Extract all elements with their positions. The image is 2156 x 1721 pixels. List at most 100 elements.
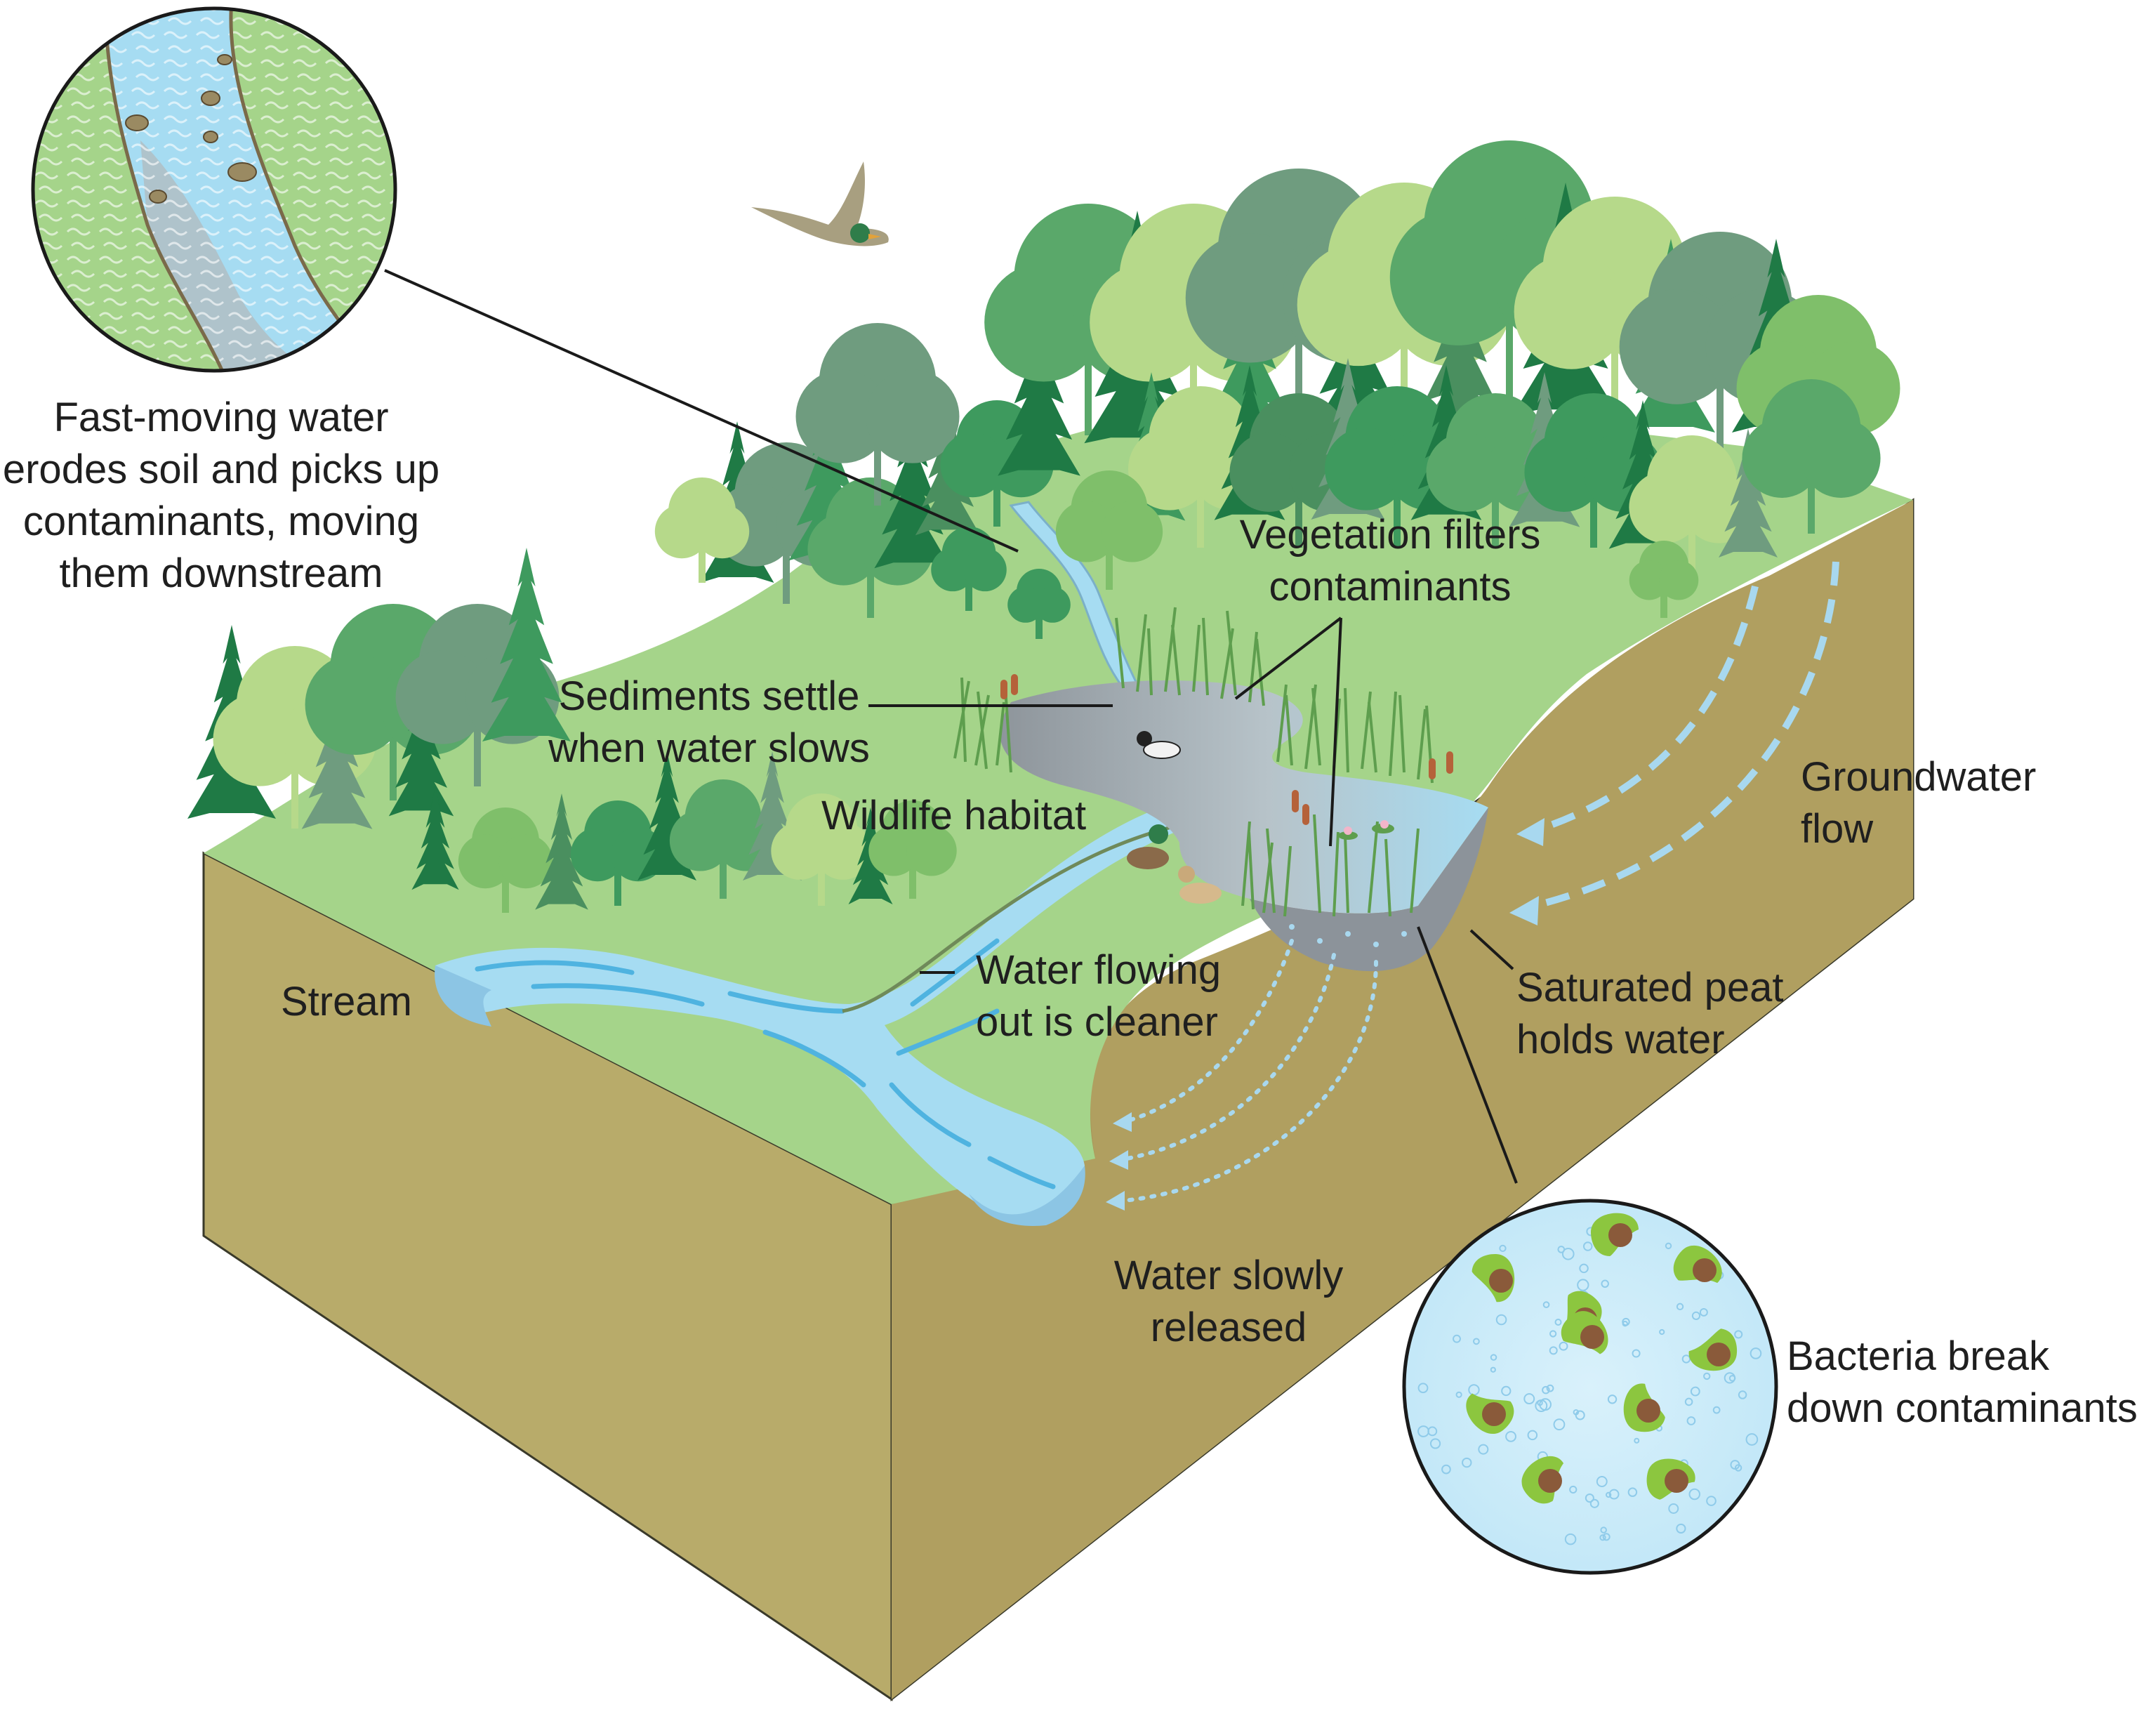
tree-trunk: [1611, 343, 1618, 421]
magnifier-ring: [1402, 1199, 1778, 1575]
conifer-tree: [1719, 428, 1778, 558]
contaminant-particle: [1482, 1402, 1506, 1426]
cattails: [1000, 674, 1453, 825]
label-line: holds water: [1516, 1017, 1725, 1062]
deciduous-tree-crown: [807, 513, 880, 586]
deciduous-tree-crown: [213, 692, 307, 786]
tree-trunk: [1197, 491, 1204, 548]
pond: [1000, 680, 1488, 972]
label-line: Saturated peat: [1516, 965, 1784, 1010]
water-bubble: [1738, 1390, 1747, 1399]
tree-trunk: [1394, 491, 1401, 548]
water-bubble: [1627, 1487, 1638, 1497]
deciduous-tree-crown: [654, 504, 709, 559]
water-bubble: [1699, 1307, 1708, 1317]
deciduous-tree-crown: [1514, 253, 1629, 369]
deciduous-tree-crown: [1055, 501, 1117, 562]
water-bubble: [1745, 1433, 1759, 1446]
water-bubble: [1688, 1488, 1700, 1501]
label-line: Vegetation filters: [1239, 512, 1541, 558]
tree-trunk: [965, 581, 972, 611]
label-line: out is cleaner: [976, 999, 1218, 1045]
water-bubble: [1734, 1330, 1743, 1339]
water-bubble: [1632, 1349, 1641, 1358]
water-bubble: [1665, 1242, 1672, 1250]
label-sediments-settle: Sediments settle when water slows: [534, 671, 885, 774]
water-bubble: [1676, 1303, 1684, 1311]
lily-pads: [1338, 820, 1394, 840]
deciduous-tree-crown: [1426, 433, 1506, 512]
label-stream: Stream: [281, 976, 412, 1028]
contaminant-particle: [1665, 1469, 1688, 1493]
tree-trunk: [1036, 614, 1043, 639]
deciduous-tree-crown: [1034, 586, 1071, 623]
label-line: contaminants: [1269, 564, 1512, 609]
water-bubble: [1499, 1244, 1507, 1253]
tree-trunk: [1688, 527, 1695, 576]
label-line: Water flowing: [976, 947, 1222, 993]
deciduous-tree-crown: [931, 548, 974, 592]
label-line: Water slowly: [1113, 1253, 1344, 1298]
tree-trunk: [614, 869, 621, 906]
label-line: when water slows: [548, 725, 870, 771]
water-bubble: [1478, 1444, 1489, 1455]
water-bubble: [1490, 1354, 1497, 1361]
conifer-tree: [301, 674, 373, 829]
label-line: Fast-moving water: [53, 395, 389, 440]
deciduous-tree-crown: [1324, 427, 1408, 510]
water-bubble: [1542, 1301, 1550, 1309]
water-bubble: [1684, 1397, 1693, 1406]
deciduous-tree-crown: [395, 650, 489, 744]
tree-trunk: [474, 723, 481, 786]
label-fast-moving-water: Fast-moving water erodes soil and picks …: [0, 392, 442, 600]
water-bubble: [1690, 1386, 1700, 1397]
deciduous-tree-crown: [1629, 560, 1669, 600]
stream-outlet-face: [969, 1166, 1085, 1226]
label-water-flowing-out: Water flowing out is cleaner: [976, 944, 1221, 1048]
tree-trunk: [1085, 354, 1092, 435]
deciduous-tree-crown: [1658, 560, 1699, 600]
deciduous-tree-crown: [1742, 418, 1822, 498]
water-bubble: [1505, 1430, 1516, 1442]
deciduous-tree-crown: [1297, 244, 1420, 367]
water-bubble: [1473, 1338, 1480, 1345]
deciduous-tree-crown: [771, 822, 829, 880]
tree-trunk: [993, 482, 1000, 527]
tree-trunk: [1401, 338, 1408, 421]
tree-trunk: [502, 876, 509, 913]
deciduous-tree-crown: [1090, 263, 1209, 382]
tree-trunk: [1492, 494, 1499, 548]
water-bubble: [1554, 1318, 1562, 1326]
release-arrows: [1121, 939, 1378, 1203]
deciduous-tree-crown: [1102, 501, 1163, 562]
water-bubble: [1668, 1503, 1679, 1514]
water-bubble: [1582, 1241, 1593, 1251]
tree-trunk: [1506, 314, 1513, 407]
deciduous-tree-crown: [1524, 433, 1604, 512]
erosion-magnifier: [31, 6, 397, 373]
water-bubble: [1691, 1311, 1701, 1320]
water-bubble: [1728, 1375, 1736, 1382]
contaminant-particle: [1538, 1469, 1562, 1493]
stream-end-face: [435, 965, 491, 1027]
deciduous-tree-crown: [1389, 209, 1527, 345]
tree-trunk: [1808, 480, 1815, 534]
callout-lines: [384, 269, 1518, 1184]
deciduous-tree-crown: [814, 822, 872, 880]
deciduous-tree-crown: [906, 825, 957, 876]
water-bubble: [1549, 1346, 1558, 1355]
deciduous-tree-crown: [1127, 427, 1211, 510]
deciduous-tree-crown: [1619, 289, 1735, 404]
water-bubble: [1686, 1416, 1696, 1425]
mallard-pair: [1127, 824, 1222, 904]
water-bubble: [1659, 1328, 1665, 1336]
tree-trunk: [867, 569, 874, 618]
deciduous-tree-crown: [868, 825, 919, 876]
contaminant-particle: [1608, 1223, 1632, 1247]
deciduous-tree-crown: [1629, 471, 1701, 543]
label-line: Bacteria break: [1787, 1333, 2049, 1379]
water-bubble: [1501, 1385, 1512, 1397]
pond-surface: [1000, 680, 1488, 914]
tree-trunk: [1295, 333, 1302, 421]
